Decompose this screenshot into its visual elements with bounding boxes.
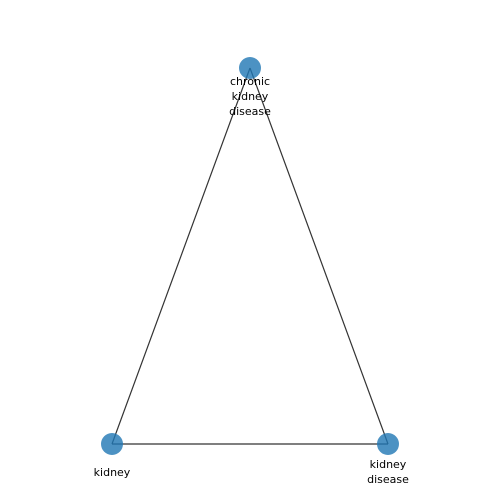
node-label-line: disease xyxy=(367,473,409,486)
edge-chronic-kidney-disease-kidney-disease xyxy=(249,67,389,445)
node-label-line: kidney xyxy=(370,458,407,471)
node-label-line: disease xyxy=(229,105,271,118)
node-label-line: chronic xyxy=(230,75,270,88)
nodes-layer xyxy=(101,57,399,455)
labels-layer: chronic kidney disease kidney kidney disease xyxy=(94,75,409,486)
node-label-chronic-kidney-disease: chronic kidney disease xyxy=(229,75,271,118)
node-label-kidney: kidney xyxy=(94,466,131,479)
node-label-line: kidney xyxy=(232,90,269,103)
node-label-kidney-disease: kidney disease xyxy=(367,458,409,486)
node-chronic-kidney-disease xyxy=(239,57,261,79)
edge-chronic-kidney-disease-kidney xyxy=(111,67,251,445)
node-kidney xyxy=(101,433,123,455)
edges-layer xyxy=(111,67,389,445)
node-label-line: kidney xyxy=(94,466,131,479)
node-kidney-disease xyxy=(377,433,399,455)
